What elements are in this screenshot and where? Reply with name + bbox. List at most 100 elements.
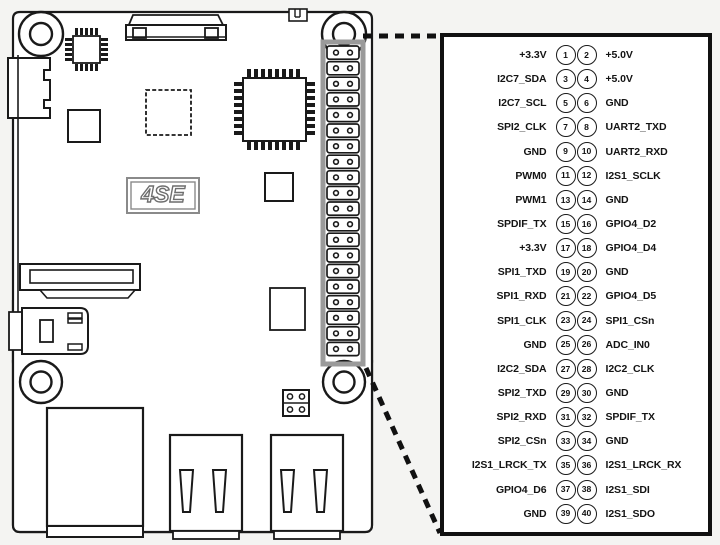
gpio-header	[320, 39, 366, 367]
pin-signal-label-left: GND	[523, 338, 547, 351]
gpio-header-pin-hole	[332, 221, 340, 228]
gpio-header-pin-hole	[346, 205, 354, 212]
pin-signal-label-right: I2S1_SCLK	[605, 169, 661, 182]
pin-signal-label-right: SPDIF_TX	[605, 411, 655, 424]
gpio-header-pin-pad	[326, 45, 360, 61]
gpio-header-pin-hole	[332, 158, 340, 166]
pin-signal-label-right: GPIO4_D4	[605, 242, 657, 255]
mounting-hole-bottom-right	[321, 359, 367, 405]
gpio-header-pin-hole	[332, 127, 340, 134]
gpio-header-pin-pad	[326, 154, 360, 170]
gpio-header-pin-hole	[332, 267, 340, 275]
pin-number-odd: 21	[555, 286, 576, 307]
gpio-header-pin-pad	[326, 60, 360, 76]
gpio-header-pin-hole	[346, 189, 354, 197]
qfn-chip-small	[65, 28, 108, 71]
pin-signal-label-left: PWM0	[515, 169, 547, 182]
pin-number-odd: 31	[555, 407, 576, 428]
four-pin-header	[282, 389, 310, 417]
pin-number-odd: 39	[555, 503, 576, 524]
pin-signal-label-left: SPI2_TXD	[497, 387, 547, 400]
pin-signal-label-right: SPI1_CSn	[605, 314, 655, 327]
pin-signal-label-right: GND	[605, 266, 629, 279]
gpio-header-pin-pad	[326, 123, 360, 139]
gpio-header-pin-hole	[346, 252, 354, 259]
gpio-header-pin-pad	[326, 263, 360, 279]
pin-signal-label-left: I2C2_SDA	[497, 362, 547, 375]
pin-number-odd: 11	[555, 165, 576, 186]
pin-signal-label-left: GND	[523, 145, 547, 158]
component-square-lower	[269, 287, 306, 331]
gpio-header-pin-hole	[332, 314, 340, 321]
gpio-header-pin-pad	[326, 91, 360, 107]
pin-signal-label-right: GND	[605, 97, 629, 110]
gpio-header-pin-pad	[326, 294, 360, 310]
pin-number-even: 38	[576, 479, 597, 500]
pin-number-even: 4	[576, 69, 597, 90]
pin-signal-label-left: I2S1_LRCK_TX	[471, 459, 547, 472]
gpio-header-pin-hole	[332, 236, 340, 244]
gpio-header-pin-pad	[326, 138, 360, 154]
gpio-header-pin-pad	[326, 232, 360, 248]
pin-signal-label-right: UART2_RXD	[605, 145, 668, 158]
pin-signal-label-right: GND	[605, 387, 629, 400]
pin-signal-label-right: I2C2_CLK	[605, 362, 655, 375]
pin-number-odd: 1	[555, 45, 576, 66]
gpio-header-pin-hole	[346, 111, 354, 119]
pin-signal-label-left: GND	[523, 507, 547, 520]
pin-signal-label-right: UART2_TXD	[605, 121, 667, 134]
pin-number-odd: 15	[555, 214, 576, 235]
pin-signal-label-left: +3.3V	[519, 49, 547, 62]
component-square-mid	[264, 172, 294, 202]
pin-number-odd: 25	[555, 334, 576, 355]
pin-number-odd: 19	[555, 262, 576, 283]
gpio-header-pin-hole	[346, 236, 354, 244]
gpio-header-pin-hole	[332, 345, 340, 353]
pin-signal-label-left: SPI2_RXD	[496, 411, 547, 424]
pin-signal-label-left: +3.3V	[519, 242, 547, 255]
gpio-header-pin-hole	[346, 64, 354, 72]
pin-number-even: 24	[576, 310, 597, 331]
gpio-header-pin-hole	[346, 221, 354, 228]
pin-signal-label-right: I2S1_SDO	[605, 507, 656, 520]
pin-number-even: 40	[576, 503, 597, 524]
pin-number-odd: 35	[555, 455, 576, 476]
pin-signal-label-right: GPIO4_D2	[605, 218, 657, 231]
pin-number-odd: 29	[555, 383, 576, 404]
mounting-hole-top-left	[17, 10, 65, 58]
pin-number-even: 8	[576, 117, 597, 138]
pin-signal-label-left: GPIO4_D6	[495, 483, 547, 496]
gpio-header-pin-pad	[326, 107, 360, 123]
pin-number-odd: 23	[555, 310, 576, 331]
gpio-header-pin-pad	[326, 341, 360, 357]
pin-number-even: 16	[576, 214, 597, 235]
pin-number-odd: 27	[555, 358, 576, 379]
gpio-header-pin-hole	[332, 174, 340, 181]
gpio-header-pin-hole	[332, 252, 340, 259]
pin-signal-label-right: I2S1_LRCK_RX	[605, 459, 682, 472]
gpio-header-pin-pad	[326, 216, 360, 232]
pin-signal-label-left: PWM1	[515, 193, 547, 206]
